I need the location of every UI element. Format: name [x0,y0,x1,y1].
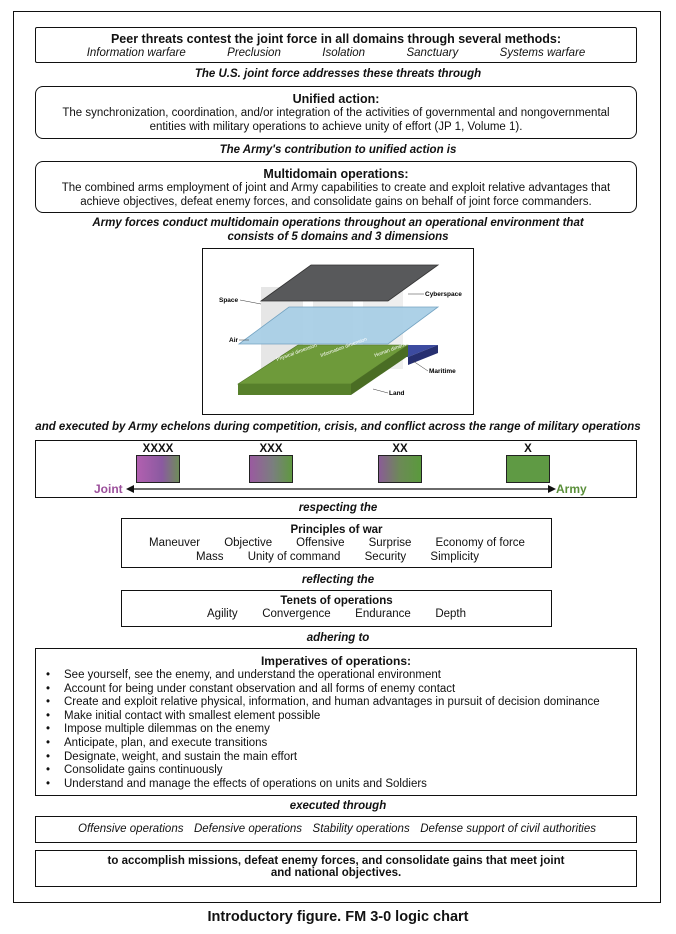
principles-row1: Maneuver Objective Offensive Surprise Ec… [122,536,551,550]
principles-title: Principles of war [290,524,383,536]
echelon-symbol [136,455,180,483]
chart-frame [13,11,661,903]
imperative-item: Consolidate gains continuously [46,764,636,778]
imperatives-box: Imperatives of operations: See yourself,… [35,648,637,796]
tenet: Convergence [262,608,331,620]
principle: Unity of command [247,551,341,563]
cyberspace-label: Cyberspace [425,291,462,298]
space-label: Space [219,297,239,304]
unified-action-title: Unified action: [292,92,380,106]
air-layer [237,306,440,345]
unified-action-box: Unified action: The synchronization, coo… [35,86,637,139]
threat-method: Systems warfare [499,47,586,59]
tenet: Endurance [355,608,411,620]
echelons-box: XXXX XXX XX X Joint Army [35,440,637,498]
maritime-label: Maritime [429,368,456,375]
operation-type: Stability operations [312,823,410,835]
threat-methods: Information warfare Preclusion Isolation… [36,47,636,59]
outcome-line2: and national objectives. [270,867,402,879]
outcome-line1: to accomplish missions, defeat enemy for… [107,855,565,867]
echelon-label: XX [392,443,408,455]
maritime-layer-side [408,345,438,365]
army-label: Army [556,482,587,496]
joint-label: Joint [94,482,123,496]
echelon-label: XXX [259,443,283,455]
principle: Security [364,551,407,563]
operation-type: Defensive operations [193,823,303,835]
imperative-item: Anticipate, plan, and execute transition… [46,737,636,751]
imperative-item: Account for being under constant observa… [46,683,636,697]
connector-army-contribution: The Army's contribution to unified actio… [219,144,457,156]
outcome-box: to accomplish missions, defeat enemy for… [35,850,637,887]
principle: Offensive [296,537,345,549]
land-label: Land [389,390,405,397]
threat-method: Information warfare [86,47,186,59]
imperative-item: Understand and manage the effects of ope… [46,778,636,792]
connector-domains-line2: consists of 5 domains and 3 dimensions [227,231,449,243]
land-layer-side [351,345,408,395]
imperative-item: Impose multiple dilemmas on the enemy [46,723,636,737]
operations-row: Offensive operations Defensive operation… [36,823,636,835]
principle: Mass [196,551,224,563]
domains-illustration: Physical dimension Information dimension… [219,264,462,397]
multidomain-box: Multidomain operations: The combined arm… [35,161,637,213]
connector-joint-force: The U.S. joint force addresses these thr… [194,68,482,80]
tenet: Depth [435,608,466,620]
connector-echelons: and executed by Army echelons during com… [35,421,641,433]
echelon-label: XXXX [142,443,174,455]
threat-method: Sanctuary [406,47,459,59]
principle: Surprise [368,537,412,549]
connector-respecting: respecting the [298,502,378,514]
imperatives-list: See yourself, see the enemy, and underst… [36,669,636,791]
tenets-box: Tenets of operations Agility Convergence… [121,590,552,627]
imperative-item: Make initial contact with smallest eleme… [46,710,636,724]
tenet: Agility [207,608,238,620]
label-leader [372,388,389,394]
space-layer [259,264,440,302]
connector-adhering: adhering to [306,632,370,644]
principle: Economy of force [435,537,525,549]
threat-method: Isolation [322,47,366,59]
threats-box: Peer threats contest the joint force in … [35,27,637,63]
domains-figure: Physical dimension Information dimension… [202,248,474,415]
tenets-title: Tenets of operations [280,595,393,607]
operation-type: Offensive operations [78,823,184,835]
tenets-row: Agility Convergence Endurance Depth [122,607,551,621]
principles-row2: Mass Unity of command Security Simplicit… [122,550,551,564]
echelon-symbol [378,455,422,483]
connector-domains-line1: Army forces conduct multidomain operatio… [92,217,584,229]
operations-box: Offensive operations Defensive operation… [35,816,637,843]
label-leader [412,360,429,372]
echelon-label: X [524,443,532,455]
air-label: Air [229,337,239,344]
figure-caption: Introductory figure. FM 3-0 logic chart [207,909,469,925]
imperative-item: Designate, weight, and sustain the main … [46,751,636,765]
principle: Simplicity [430,551,479,563]
threat-method: Preclusion [227,47,281,59]
multidomain-title: Multidomain operations: [263,167,409,181]
threats-title: Peer threats contest the joint force in … [110,32,562,46]
connector-executed-through: executed through [289,800,387,812]
land-layer-front [238,384,351,395]
echelon-symbol [506,455,550,483]
imperative-item: See yourself, see the enemy, and underst… [46,669,636,683]
echelon-symbol [249,455,293,483]
operation-type: Defense support of civil authorities [420,823,596,835]
multidomain-definition: The combined arms employment of joint an… [61,182,611,208]
principle: Objective [224,537,273,549]
connector-reflecting: reflecting the [301,574,375,586]
imperative-item: Create and exploit relative physical, in… [46,696,636,710]
principles-box: Principles of war Maneuver Objective Off… [121,518,552,568]
imperatives-title: Imperatives of operations: [260,654,412,668]
joint-army-arrow [126,485,556,493]
unified-action-definition: The synchronization, coordination, and/o… [62,107,610,133]
label-leader [239,299,262,305]
principle: Maneuver [149,537,201,549]
